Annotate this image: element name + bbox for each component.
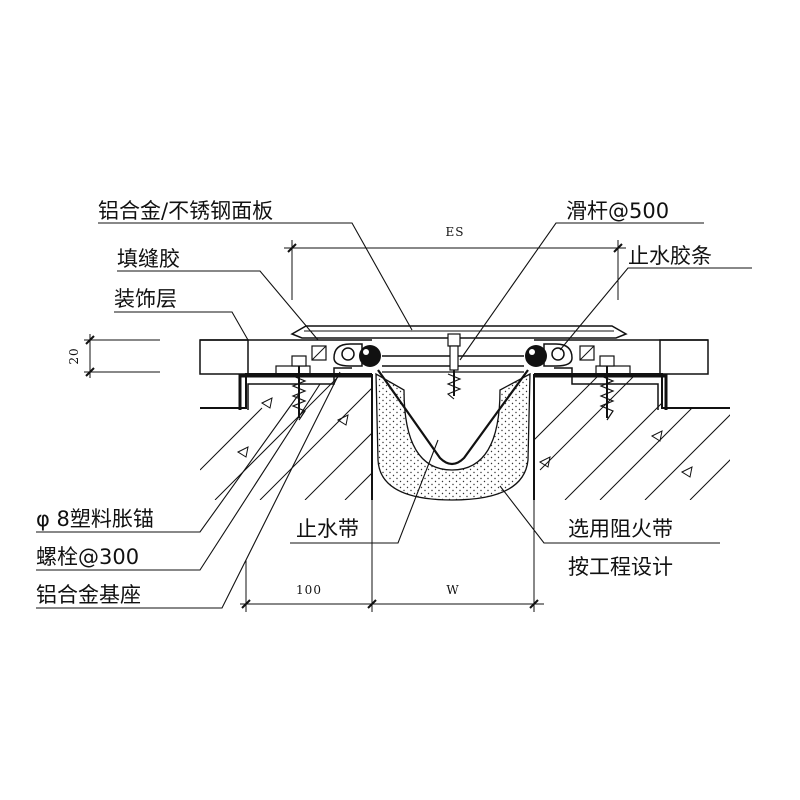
left-anchor-bolt: [291, 355, 307, 421]
leader-finish-layer: [114, 311, 249, 341]
leader-rubber-strip: [559, 267, 752, 351]
label-slide-bar: 滑杆@500: [566, 199, 669, 223]
label-base-seat: 铝合金基座: [36, 583, 141, 607]
leader-waterstop: [290, 439, 439, 544]
label-rubber-strip: 止水胶条: [628, 244, 712, 268]
dimension-height: [84, 334, 160, 378]
left-rubber-strip: [333, 343, 381, 367]
label-fire-barrier-line2: 按工程设计: [568, 555, 673, 579]
slide-bar: [382, 345, 524, 400]
finish-layer: [199, 339, 709, 375]
dim-height-label: 20: [67, 347, 81, 364]
label-finish-layer: 装饰层: [114, 287, 177, 311]
label-panel: 铝合金/不锈钢面板: [98, 199, 273, 223]
label-anchor-line2: 螺栓@300: [36, 545, 139, 569]
leader-anchor: [36, 393, 300, 533]
right-anchor-bolt: [599, 355, 615, 421]
dim-base-width-label: 100: [296, 583, 322, 597]
waterstop: [377, 369, 529, 466]
leader-lines: [36, 222, 752, 609]
label-anchor-line1: φ 8塑料胀锚: [36, 507, 154, 531]
right-rubber-strip: [525, 343, 573, 367]
cover-panel: [290, 325, 628, 347]
dimension-base-and-gap: [240, 500, 544, 612]
label-sealant: 填缝胶: [117, 247, 180, 271]
leader-sealant: [117, 270, 319, 341]
dim-es-label: ES: [446, 225, 465, 239]
fire-barrier: [375, 372, 531, 501]
right-concrete-slab: [533, 373, 730, 500]
leader-fire-barrier: [499, 485, 720, 544]
label-fire-barrier-line1: 选用阻火带: [568, 517, 673, 541]
dimension-es: [284, 240, 626, 300]
leader-bolt: [36, 383, 321, 571]
leader-slide-bar: [459, 222, 704, 361]
right-aluminum-base: [534, 345, 668, 410]
leader-base-seat: [36, 371, 341, 609]
label-waterstop: 止水带: [296, 517, 359, 541]
dim-gap-width-label: W: [446, 583, 459, 597]
leader-panel: [98, 222, 413, 331]
